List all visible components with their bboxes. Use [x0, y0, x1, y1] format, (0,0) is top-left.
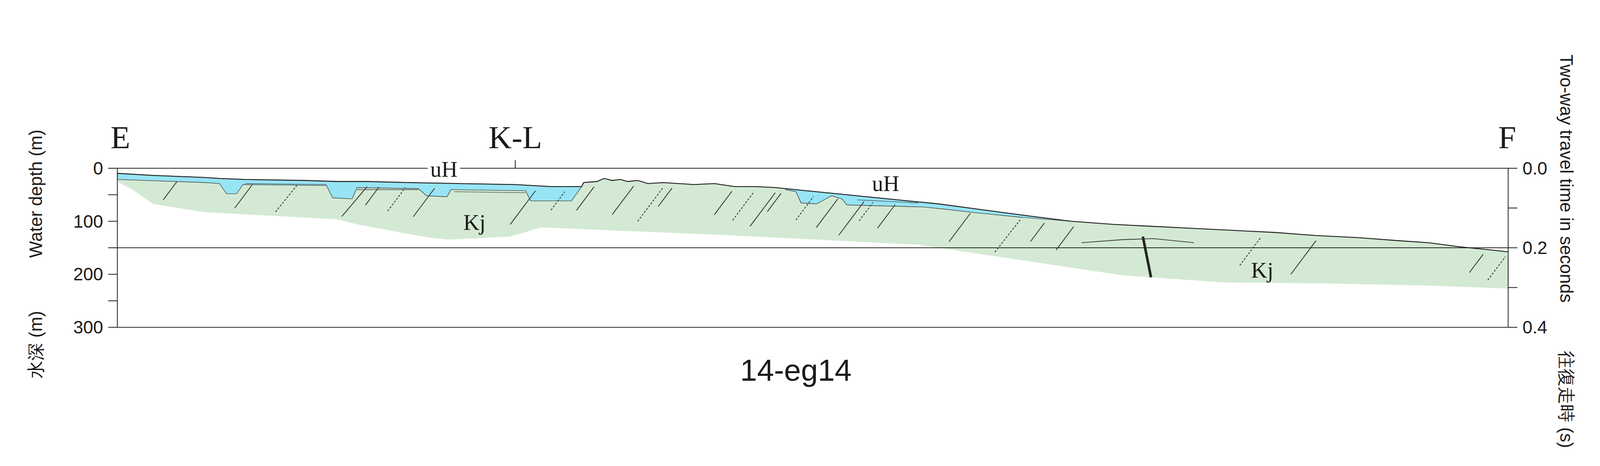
uh-unit: [117, 173, 582, 202]
frame-line: [117, 327, 1509, 328]
dip-line: [995, 220, 1021, 253]
dip-line: [1487, 256, 1506, 281]
dip-line: [767, 193, 782, 212]
dip-line: [163, 181, 177, 200]
unit-label: uH: [428, 157, 460, 181]
axis-tick: [108, 167, 118, 169]
seabed-line: [117, 173, 1509, 252]
dip-line: [1030, 223, 1045, 242]
reflector-line: [453, 191, 526, 193]
axis-tick: [108, 247, 118, 249]
axis-number: 300: [73, 318, 104, 337]
axis-tick: [1507, 167, 1518, 169]
dip-line: [1469, 254, 1484, 273]
dip-line: [877, 205, 895, 229]
dip-line: [365, 187, 380, 206]
dip-line: [859, 202, 874, 222]
dip-line: [341, 186, 368, 217]
axis-tick: [108, 327, 118, 328]
dip-line: [732, 191, 755, 221]
axis-tick: [1507, 207, 1518, 209]
axis-number: 0: [92, 159, 103, 178]
kj-unit: [117, 173, 1509, 289]
reflector-line: [244, 183, 327, 185]
dip-line: [234, 184, 252, 209]
dip-line: [576, 187, 594, 211]
axis-tick: [108, 194, 118, 196]
dip-line: [1290, 240, 1317, 275]
dip-line: [750, 193, 776, 227]
axis-tick: [1507, 247, 1518, 249]
axis-number: 0.2: [1522, 239, 1548, 257]
axis-title: 水深 (m): [26, 310, 45, 379]
axis-title: Two-way travel time in seconds: [1557, 54, 1576, 303]
dip-line: [838, 201, 865, 236]
dip-line: [637, 187, 664, 222]
axis-number: 100: [73, 212, 104, 231]
axis-title: Water depth (m): [26, 129, 45, 258]
crossing-label: K-L: [488, 121, 542, 154]
fault-line: [1142, 236, 1151, 278]
axis-tick: [1507, 327, 1518, 328]
dip-line: [816, 199, 838, 228]
dip-line: [949, 213, 971, 243]
axis-number: 0.4: [1522, 318, 1548, 337]
point-letter: F: [1498, 121, 1517, 154]
unit-label: uH: [869, 172, 902, 196]
frame-line: [514, 160, 516, 169]
reflector-line: [1081, 239, 1194, 244]
point-letter: E: [110, 121, 131, 154]
frame-line: [117, 167, 1509, 169]
dip-line: [550, 191, 565, 210]
unit-label: Kj: [461, 210, 488, 235]
dip-line: [387, 187, 406, 212]
unit-label: Kj: [1248, 258, 1276, 282]
profile-caption: 14-eg14: [740, 355, 853, 386]
dip-line: [275, 185, 298, 212]
reflector-line: [356, 189, 419, 190]
dip-line: [612, 186, 634, 215]
axis-tick: [108, 300, 118, 302]
axis-tick: [1507, 287, 1518, 289]
dip-line: [795, 196, 814, 221]
dip-line: [510, 190, 536, 225]
axis-tick: [108, 274, 118, 276]
dip-line: [1056, 226, 1074, 251]
dip-line: [413, 188, 435, 218]
axis-number: 0.0: [1522, 159, 1548, 178]
dip-line: [658, 188, 672, 207]
axis-tick: [108, 221, 118, 223]
uh-unit: [785, 188, 1072, 222]
frame-line: [117, 247, 1509, 249]
axis-number: 200: [73, 265, 104, 284]
dip-line: [714, 191, 732, 216]
axis-title: 往復走時 (s): [1557, 351, 1576, 449]
